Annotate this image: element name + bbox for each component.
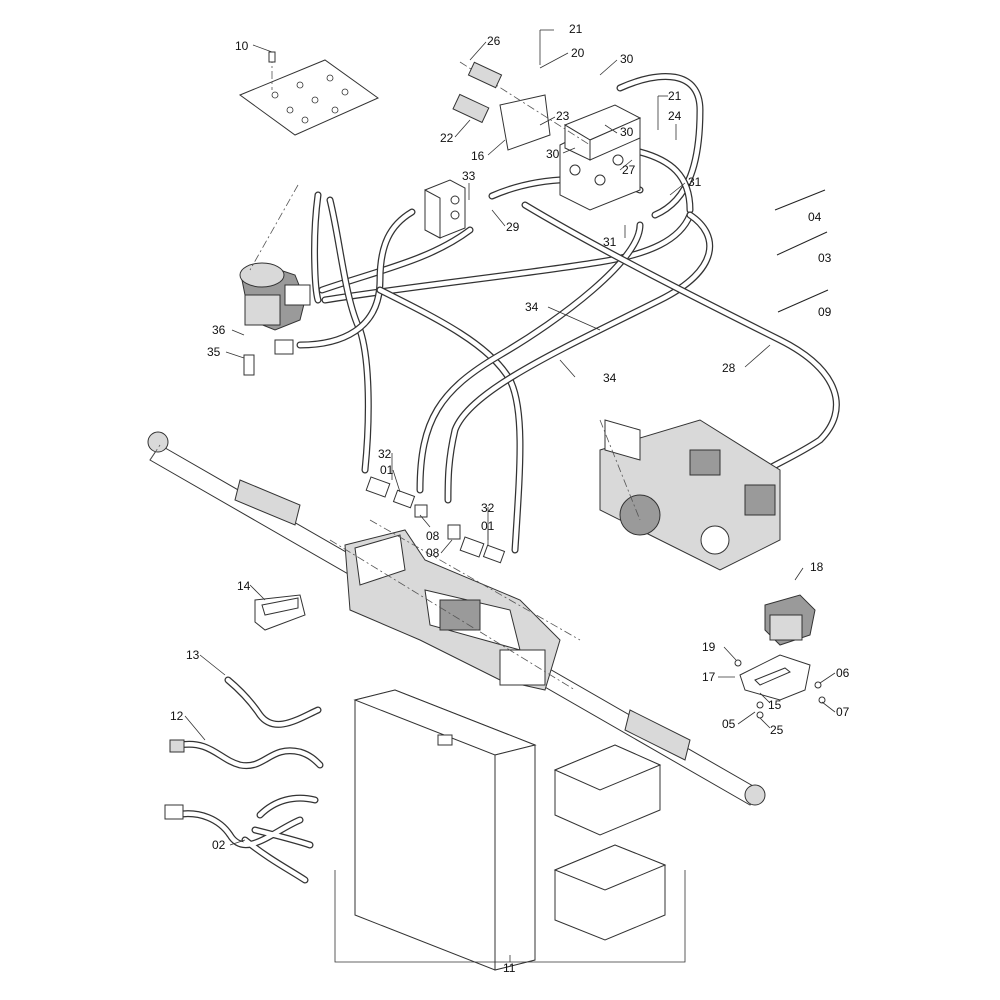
label-34-b: 34 [603, 371, 617, 385]
label-01: 01 [380, 463, 394, 477]
label-33: 33 [462, 169, 476, 183]
leader-lines [184, 29, 836, 962]
label-19: 19 [702, 640, 716, 654]
label-10: 10 [235, 39, 249, 53]
label-32-b: 32 [481, 501, 495, 515]
label-21-b: 21 [668, 89, 682, 103]
label-28: 28 [722, 361, 736, 375]
label-08-b: 08 [426, 546, 440, 560]
cable-ties [774, 189, 829, 313]
steering-unit [239, 184, 311, 376]
label-04: 04 [808, 210, 822, 224]
label-36: 36 [212, 323, 226, 337]
label-23: 23 [556, 109, 570, 123]
label-08: 08 [426, 529, 440, 543]
label-31-b: 31 [603, 235, 617, 249]
label-15: 15 [768, 698, 782, 712]
label-17: 17 [702, 670, 716, 684]
packaging-boxes [334, 689, 686, 971]
label-13: 13 [186, 648, 200, 662]
label-03: 03 [818, 251, 832, 265]
mounting-plate [238, 51, 379, 136]
label-27: 27 [622, 163, 636, 177]
label-24: 24 [668, 109, 682, 123]
label-12: 12 [170, 709, 184, 723]
label-26: 26 [487, 34, 501, 48]
label-30-b: 30 [620, 125, 634, 139]
solenoid-valve-block [452, 61, 642, 211]
label-09: 09 [818, 305, 832, 319]
label-05: 05 [722, 717, 736, 731]
control-valve-bank [329, 519, 581, 691]
manifold-block [424, 179, 466, 239]
label-30: 30 [620, 52, 634, 66]
valve-bracket-assembly [734, 594, 826, 719]
label-11: 11 [503, 961, 516, 975]
label-32: 32 [378, 447, 392, 461]
label-20: 20 [571, 46, 585, 60]
hose-fittings [365, 476, 506, 564]
bracket-14 [254, 594, 306, 631]
label-06: 06 [836, 666, 850, 680]
label-21: 21 [569, 22, 583, 36]
part-number-labels: 10 26 21 20 30 21 24 23 22 16 30 30 27 3… [170, 22, 850, 975]
label-30-c: 30 [546, 147, 560, 161]
label-29: 29 [506, 220, 520, 234]
hydraulic-hoses [296, 72, 840, 554]
label-07: 07 [836, 705, 850, 719]
label-14: 14 [237, 579, 251, 593]
label-18: 18 [810, 560, 824, 574]
hydraulic-pump-assembly [599, 419, 781, 571]
wire-harnesses [164, 676, 324, 884]
label-31: 31 [688, 175, 702, 189]
label-34: 34 [525, 300, 539, 314]
label-16: 16 [471, 149, 485, 163]
label-01-b: 01 [481, 519, 495, 533]
label-25: 25 [770, 723, 784, 737]
label-22: 22 [440, 131, 454, 145]
label-35: 35 [207, 345, 221, 359]
label-02: 02 [212, 838, 226, 852]
